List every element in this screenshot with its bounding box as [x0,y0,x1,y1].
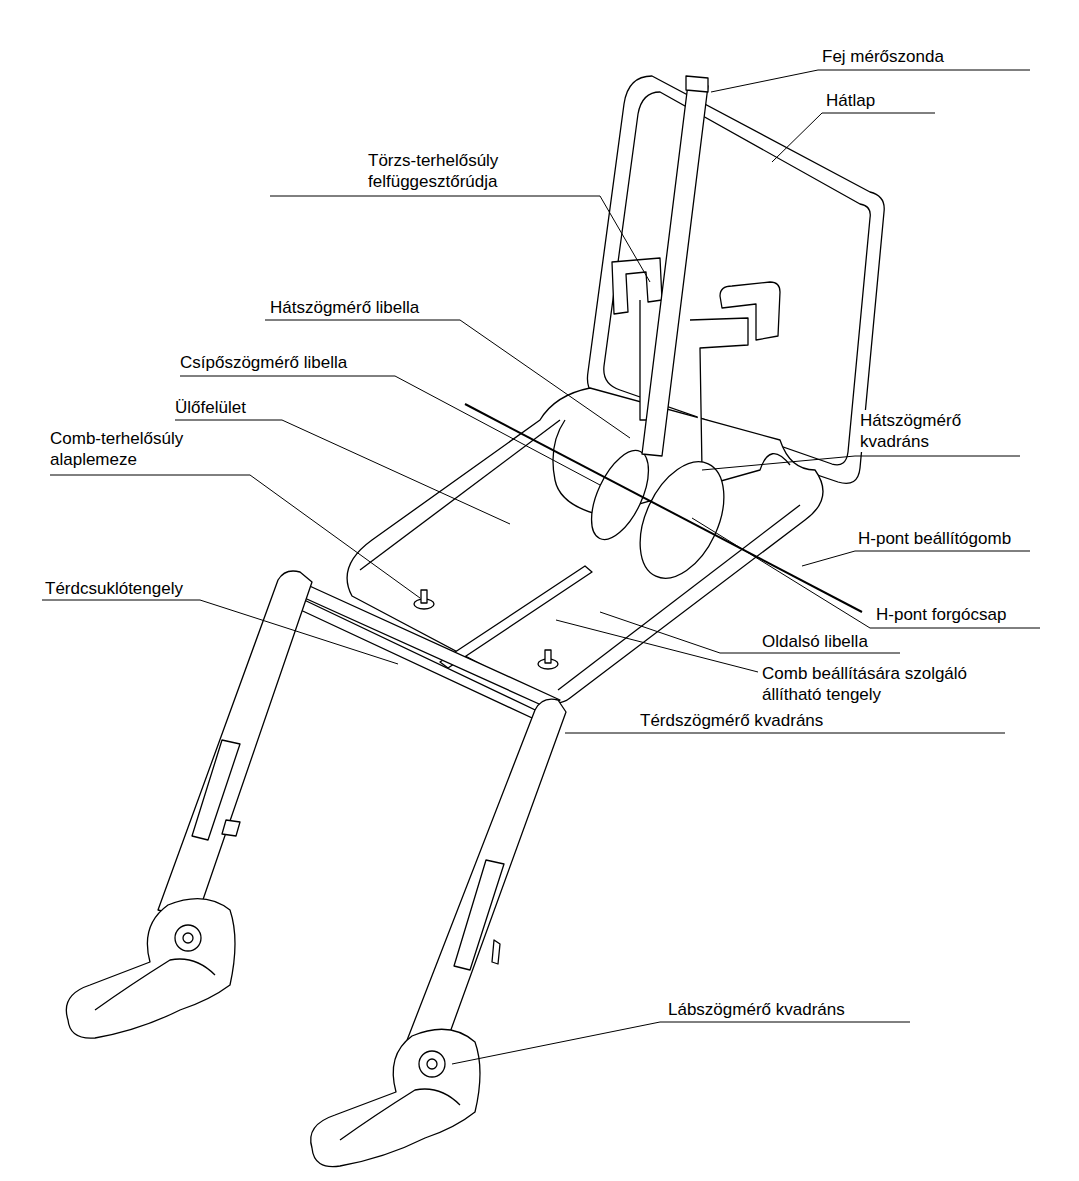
part-label: Törzs-terhelősúly felfüggesztőrúdja [368,150,533,192]
part-label: Oldalsó libella [762,631,868,652]
part-label: Hátszögmérő libella [270,297,419,318]
part-label: Comb-terhelősúly alaplemeze [50,428,225,470]
part-label: Hátszögmérő kvadráns [860,410,1020,452]
part-label: Hátlap [826,90,875,111]
part-label: Lábszögmérő kvadráns [668,999,845,1020]
part-label: Csípőszögmérő libella [180,352,347,373]
part-label: Comb beállítására szolgáló állítható ten… [762,663,1007,705]
part-label: Fej mérőszonda [822,46,944,67]
part-label: Ülőfelület [175,397,246,418]
part-label: H-pont forgócsap [876,604,1006,625]
part-label: H-pont beállítógomb [858,528,1011,549]
part-label: Térdszögmérő kvadráns [640,710,823,731]
part-label: Térdcsuklótengely [45,578,183,599]
